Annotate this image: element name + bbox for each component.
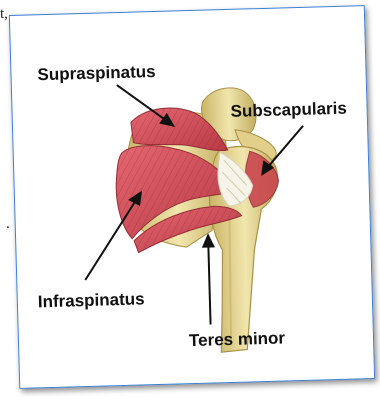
label-infraspinatus: Infraspinatus: [38, 289, 145, 312]
fragment-top: t,: [0, 6, 8, 23]
fragment-bottom: .: [6, 216, 10, 233]
arrow-teres-minor: [208, 243, 210, 325]
label-subscapularis: Subscapularis: [230, 99, 347, 122]
label-supraspinatus: Supraspinatus: [37, 62, 156, 85]
rotator-cuff-figure: Supraspinatus Subscapularis Infraspinatu…: [9, 5, 375, 389]
label-teres-minor: Teres minor: [189, 328, 286, 351]
arrowhead-teres-minor: [203, 235, 213, 246]
